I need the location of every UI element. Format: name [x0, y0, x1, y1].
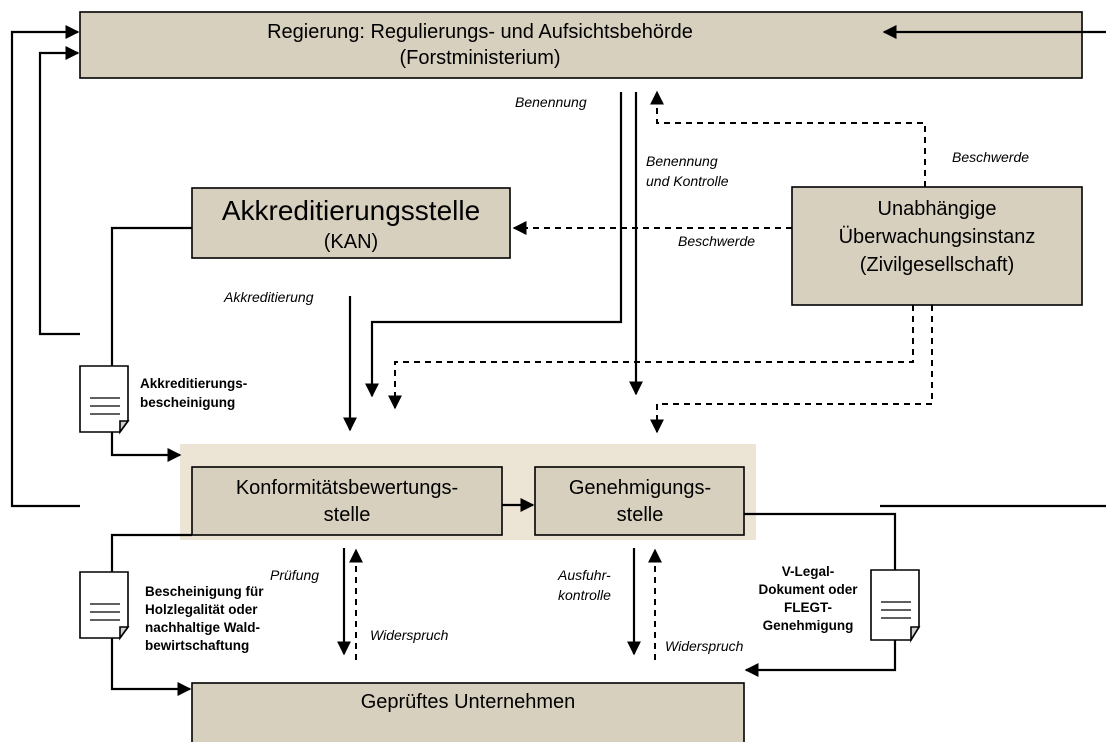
label-benennung-kontrolle-1: Benennung [646, 153, 718, 169]
doc-caption-legality-1: Bescheinigung für [145, 584, 264, 599]
doc-caption-vlegal-1: V-Legal- [782, 564, 835, 579]
licensing-title-1: Genehmigungs- [569, 477, 711, 499]
monitoring-title-1: Unabhängige [878, 198, 997, 220]
label-ausfuhr-2: kontrolle [558, 587, 611, 603]
licensing-title-2: stelle [617, 504, 664, 526]
document-icon [79, 365, 130, 435]
document-icon [870, 569, 921, 643]
doc-caption-accreditation-1: Akkreditierungs- [140, 376, 247, 391]
conformity-title-2: stelle [324, 504, 371, 526]
label-akkreditierung: Akkreditierung [223, 289, 314, 305]
doc-caption-vlegal-2: Dokument oder [758, 582, 858, 597]
monitoring-title-2: Überwachungsinstanz [839, 226, 1036, 248]
label-pruefung: Prüfung [270, 567, 319, 583]
licensing-doc-arrow [744, 640, 897, 677]
outer-left-arrow [10, 25, 80, 508]
doc-caption-accreditation-2: bescheinigung [140, 395, 235, 410]
accreditation-doc-arrow [110, 432, 182, 462]
doc-caption-vlegal-4: Genehmigung [763, 618, 854, 633]
licensing-box[interactable]: Genehmigungs- stelle [534, 466, 745, 536]
label-benennung: Benennung [515, 94, 587, 110]
label-ausfuhr-1: Ausfuhr- [557, 567, 611, 583]
inner-left-arrow [38, 46, 80, 336]
label-widerspruch-right: Widerspruch [665, 638, 744, 654]
doc-caption-vlegal-3: FLEGT- [784, 600, 832, 615]
monitoring-title-3: (Zivilgesellschaft) [860, 254, 1014, 276]
conformity-title-1: Konformitätsbewertungs- [236, 477, 458, 499]
label-beschwerde-top: Beschwerde [952, 149, 1029, 165]
conformity-doc-line [110, 533, 192, 572]
government-title: Regierung: Regulierungs- und Aufsichtsbe… [267, 21, 693, 43]
accreditation-doc-line [110, 226, 192, 366]
benennung-arrow [365, 92, 623, 398]
accreditation-title: Akkreditierungsstelle [222, 195, 480, 226]
accreditation-subtitle: (KAN) [324, 231, 378, 253]
accreditation-box[interactable]: Akkreditierungsstelle (KAN) [191, 187, 511, 259]
beschwerde-to-government-arrow [650, 90, 926, 187]
company-box[interactable]: Geprüftes Unternehmen [191, 682, 745, 742]
monitoring-box[interactable]: Unabhängige Überwachungsinstanz (Zivilge… [791, 186, 1083, 306]
conformity-box[interactable]: Konformitätsbewertungs- stelle [191, 466, 503, 536]
conformity-doc-arrow [110, 638, 192, 696]
label-widerspruch-left: Widerspruch [370, 627, 449, 643]
document-icon [79, 571, 130, 641]
monitoring-to-conformity-arrow [388, 305, 914, 410]
doc-caption-legality-2: Holzlegalität oder [145, 602, 258, 617]
licensing-doc-line [744, 512, 897, 570]
label-benennung-kontrolle-2: und Kontrolle [646, 173, 729, 189]
government-box[interactable]: Regierung: Regulierungs- und Aufsichtsbe… [79, 11, 1083, 79]
monitoring-to-licensing-arrow [650, 305, 933, 434]
government-subtitle: (Forstministerium) [399, 47, 560, 69]
doc-caption-legality-4: bewirtschaftung [145, 638, 249, 653]
doc-caption-legality-3: nachhaltige Wald- [145, 620, 260, 635]
label-beschwerde-mid: Beschwerde [678, 233, 755, 249]
company-title: Geprüftes Unternehmen [361, 691, 576, 713]
